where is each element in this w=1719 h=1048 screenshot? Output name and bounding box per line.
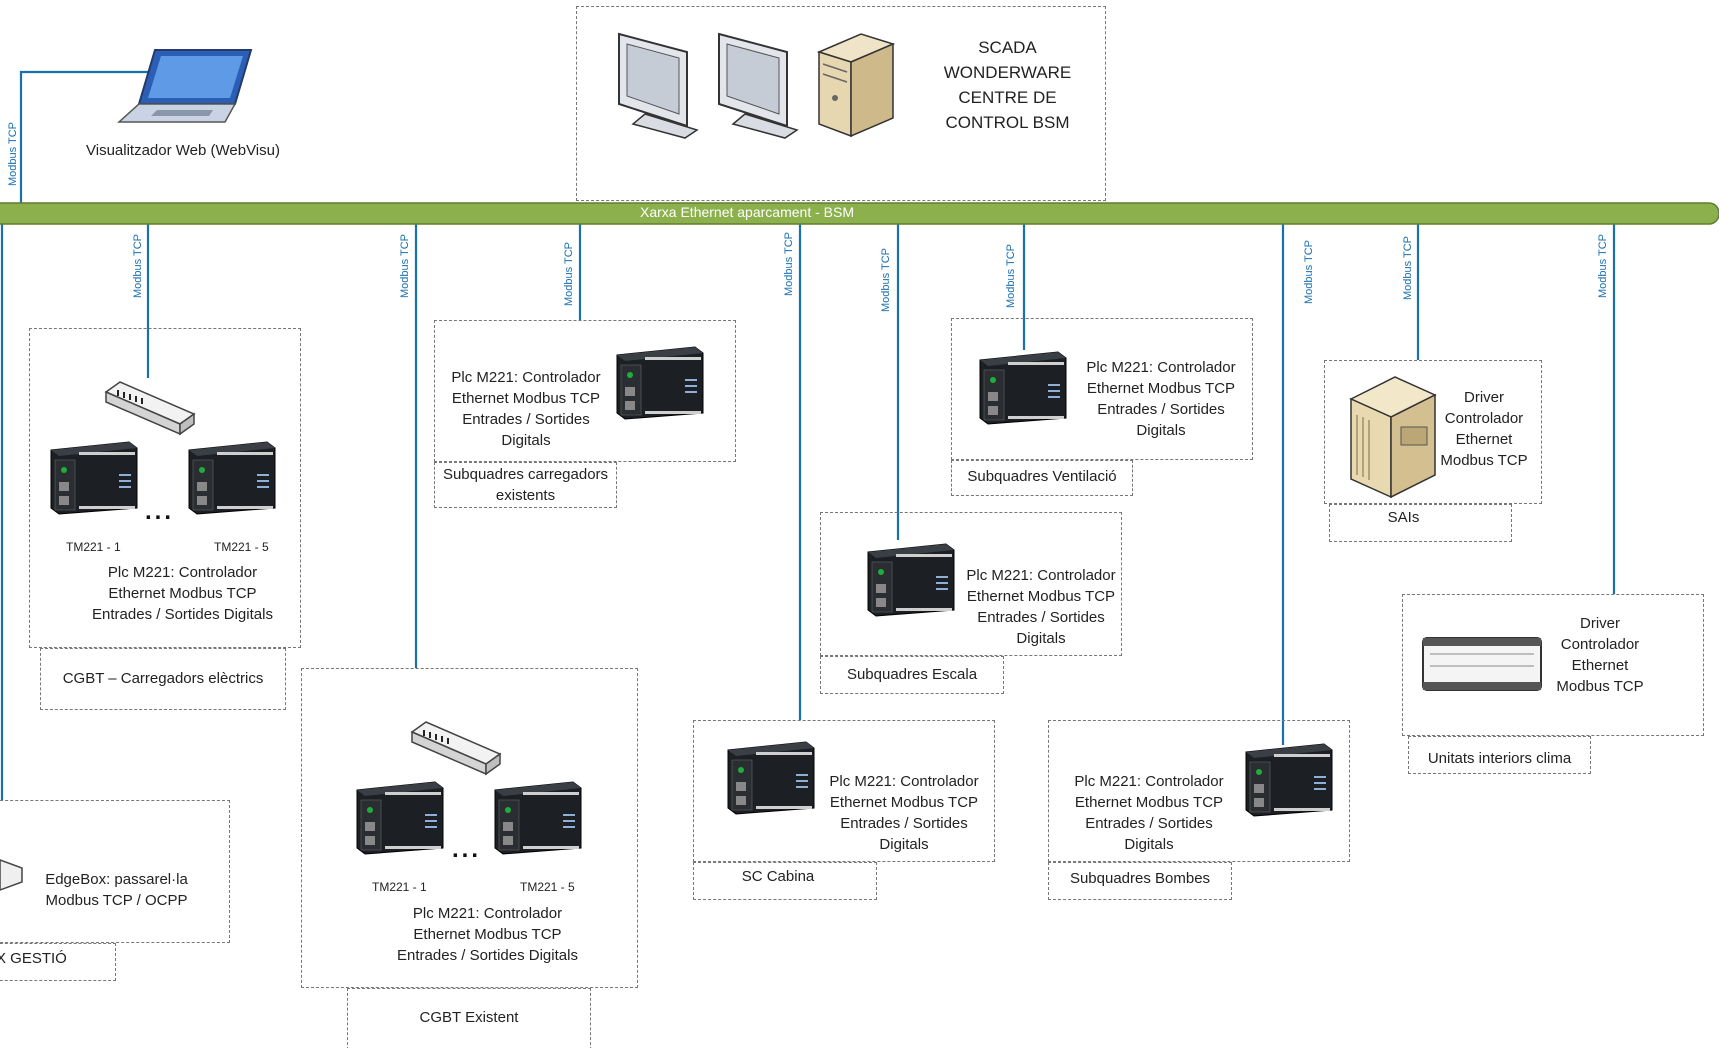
cgbt-carregadors-caption: CGBT – Carregadors elèctrics: [62, 670, 264, 687]
subq-carregadors-box: [434, 320, 736, 462]
ellipsis: ...: [145, 498, 175, 525]
cgbt-carregadors-plc-text: Plc M221: Controlador Ethernet Modbus TC…: [92, 564, 273, 623]
modbus-tcp-label: Modbus TCP: [132, 234, 144, 298]
tm221-5-label: TM221 - 5: [520, 880, 575, 894]
modbus-tcp-label: Modbus TCP: [7, 122, 19, 186]
cgbt-carregadors-caption-box: [40, 648, 286, 710]
cgbt-existent-caption: CGBT Existent: [419, 1009, 519, 1026]
subq-carregadors-plc-text: Plc M221: Controlador Ethernet Modbus TC…: [451, 369, 601, 449]
subq-bombes-caption: Subquadres Bombes: [1069, 870, 1211, 887]
sc-cabina-box: [693, 720, 995, 862]
laptop-icon: [117, 49, 253, 123]
subq-ventilacio-caption-box: [951, 460, 1133, 496]
clima-driver-text: Driver Controlador Ethernet Modbus TCP: [1556, 615, 1644, 695]
subq-escala-caption-box: [820, 656, 1004, 694]
subq-escala-plc-text: Plc M221: Controlador Ethernet Modbus TC…: [966, 567, 1116, 647]
subq-escala-caption: Subquadres Escala: [846, 666, 978, 683]
subq-bombes-caption-box: [1048, 862, 1232, 900]
subq-bombes-box: [1048, 720, 1350, 862]
switch-icon: [104, 381, 196, 436]
sais-caption: SAIs: [1387, 509, 1420, 526]
modbus-link-line: [19, 70, 160, 203]
clima-box: [1402, 594, 1704, 736]
edgebox-icon: [0, 859, 23, 891]
sais-driver-text: Driver Controlador Ethernet Modbus TCP: [1440, 389, 1528, 469]
webvisu-label: Visualitzador Web (WebVisu): [86, 142, 280, 159]
ethernet-bus: [0, 202, 1719, 225]
subq-escala-box: [820, 512, 1122, 656]
server-icon: [816, 33, 895, 138]
subq-bombes-plc-text: Plc M221: Controlador Ethernet Modbus TC…: [1074, 773, 1224, 853]
plc-m221-icon: [727, 741, 815, 815]
ellipsis: ...: [452, 836, 482, 863]
sais-box: [1324, 360, 1542, 504]
cgbt-carregadors-box: [29, 328, 301, 648]
monitor-icon: [718, 32, 799, 139]
switch-icon: [410, 721, 502, 776]
edgebox-caption-box: [0, 943, 116, 981]
tm221-1-label: TM221 - 1: [372, 880, 427, 894]
clima-caption: Unitats interiors clima: [1427, 750, 1572, 767]
subq-ventilacio-plc-text: Plc M221: Controlador Ethernet Modbus TC…: [1086, 359, 1236, 439]
edgebox-box: [0, 800, 230, 943]
tm221-1-label: TM221 - 1: [66, 540, 121, 554]
plc-m221-icon: [356, 781, 444, 855]
edgebox-text: EdgeBox: passarel·la Modbus TCP / OCPP: [45, 871, 188, 909]
plc-m221-icon: [494, 781, 582, 855]
sc-cabina-caption: SC Cabina: [741, 868, 815, 885]
plc-m221-icon: [1245, 743, 1333, 817]
plc-m221-icon: [188, 441, 276, 515]
sais-caption-box: [1329, 504, 1512, 542]
modbus-tcp-label: Modbus TCP: [783, 232, 795, 296]
subq-ventilacio-box: [951, 318, 1253, 460]
modbus-tcp-label: Modbus TCP: [563, 242, 575, 306]
plc-m221-icon: [979, 351, 1067, 425]
plc-m221-icon: [50, 441, 138, 515]
cgbt-existent-plc-text: Plc M221: Controlador Ethernet Modbus TC…: [397, 905, 578, 964]
cgbt-existent-caption-box: [347, 988, 591, 1048]
plc-m221-icon: [867, 543, 955, 617]
clima-caption-box: [1408, 736, 1591, 774]
cgbt-existent-box: [301, 668, 638, 988]
monitor-icon: [618, 32, 699, 139]
modbus-tcp-label: Modbus TCP: [1597, 234, 1609, 298]
ethernet-bus-label: Xarxa Ethernet aparcament - BSM: [640, 204, 854, 220]
sc-cabina-caption-box: [693, 862, 877, 900]
scada-box: [576, 6, 1106, 201]
scada-title: SCADA WONDERWARE CENTRE DE CONTROL BSM: [943, 38, 1072, 132]
tm221-5-label: TM221 - 5: [214, 540, 269, 554]
modbus-tcp-label: Modbus TCP: [880, 248, 892, 312]
modbus-tcp-label: Modbus TCP: [1303, 240, 1315, 304]
edgebox-caption: X GESTIÓ: [0, 950, 67, 967]
modbus-tcp-label: Modbus TCP: [1402, 236, 1414, 300]
subq-carregadors-caption-box: [434, 462, 617, 508]
plc-m221-icon: [616, 346, 704, 420]
modbus-tcp-label: Modbus TCP: [399, 234, 411, 298]
clima-controller-icon: [1422, 637, 1542, 691]
ups-cabinet-icon: [1349, 376, 1437, 499]
modbus-tcp-label: Modbus TCP: [1005, 244, 1017, 308]
sc-cabina-plc-text: Plc M221: Controlador Ethernet Modbus TC…: [829, 773, 979, 853]
subq-carregadors-caption: Subquadres carregadors existents: [442, 466, 609, 504]
subq-ventilacio-caption: Subquadres Ventilació: [967, 468, 1117, 485]
